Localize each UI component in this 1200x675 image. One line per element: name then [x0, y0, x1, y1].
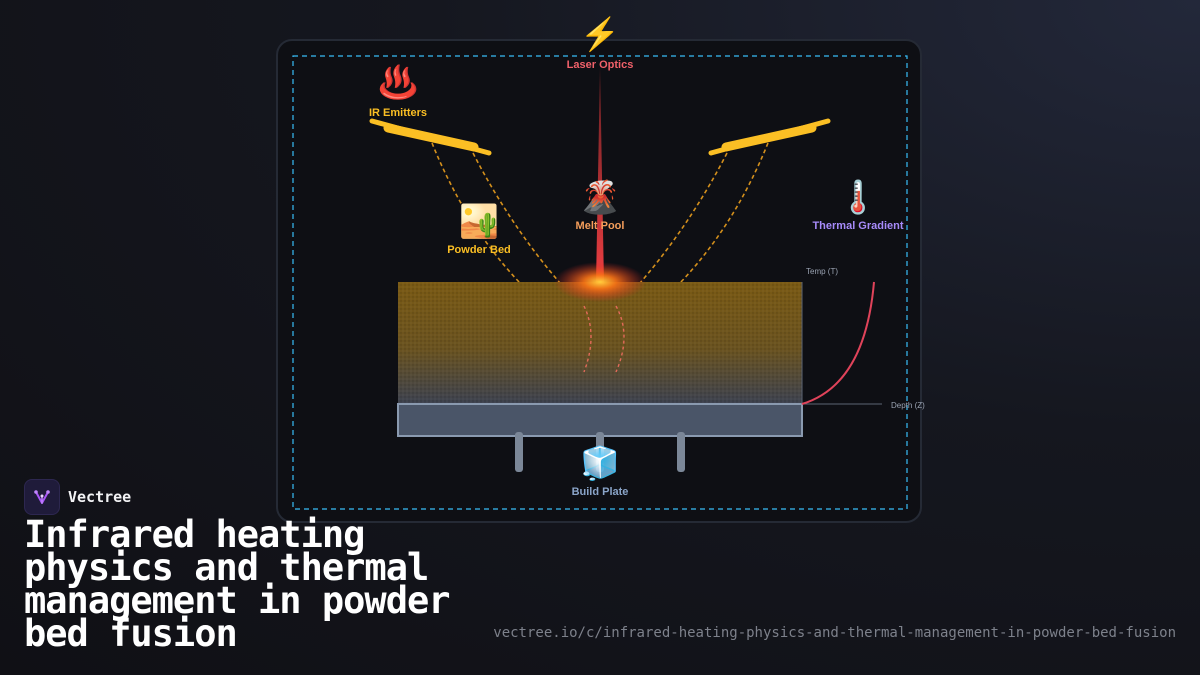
brand: Vectree: [24, 479, 131, 515]
laser-beam: [596, 68, 604, 284]
ir-emitter-right: [708, 118, 831, 156]
heat-conduction-lines: [583, 305, 625, 373]
thermometer-icon: 🌡️: [838, 179, 878, 215]
page-url[interactable]: vectree.io/c/infrared-heating-physics-an…: [493, 625, 1176, 641]
ice-cube-icon: 🧊: [580, 445, 620, 481]
lightning-icon: ⚡: [580, 16, 620, 52]
temp-axis-label: Temp (T): [806, 267, 838, 276]
thermal-gradient-plot: [801, 281, 882, 405]
laser-optics-label: Laser Optics: [566, 59, 634, 71]
powder-bed-label: Powder Bed: [447, 244, 511, 256]
melt-pool-glow: [554, 262, 646, 302]
desert-icon: 🏜️: [459, 203, 499, 239]
dashed-boundary: [292, 55, 908, 510]
ir-radiation-paths: [431, 142, 769, 284]
melt-pool-label: Melt Pool: [575, 220, 625, 232]
hot-springs-icon: ♨️: [378, 64, 418, 100]
ir-emitters-label: IR Emitters: [368, 107, 428, 119]
ir-emitter-left: [369, 118, 492, 156]
vectree-logo-icon: [24, 479, 60, 515]
thermal-gradient-label: Thermal Gradient: [812, 220, 904, 232]
depth-axis-label: Depth (Z): [891, 401, 925, 410]
brand-name: Vectree: [68, 488, 132, 506]
build-plate-label: Build Plate: [571, 486, 629, 498]
gradient-curve: [801, 281, 875, 405]
powder-bed: [398, 282, 802, 404]
page-title: Infrared heating physics and thermal man…: [24, 513, 451, 655]
build-plate: [397, 403, 803, 472]
volcano-icon: 🌋: [580, 179, 620, 215]
